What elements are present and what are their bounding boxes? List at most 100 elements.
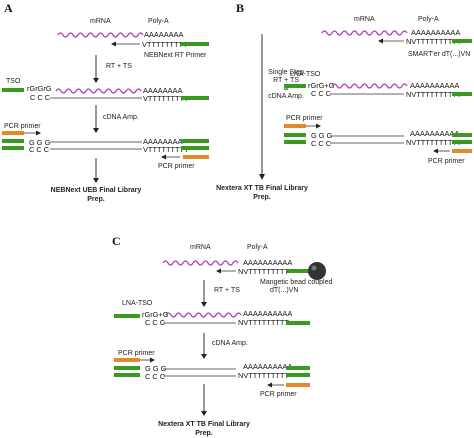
panel-c-polya-seq-3: AAAAAAAAAA: [243, 362, 292, 371]
panel-c-final-line1: Nextera XT TB Final Library: [158, 421, 250, 428]
panel-a-tso-seq: rGrGrG: [27, 84, 52, 93]
panel-b-single-step-line2: RT + TS: [273, 77, 299, 84]
panel-a-step1-label: RT + TS: [106, 63, 132, 70]
panel-a-polya-seq-2: AAAAAAAA: [143, 86, 183, 95]
panel-a-ggg: G G G: [29, 138, 51, 147]
panel-b-mrna-strand: [321, 30, 408, 36]
panel-a-pcr-primer-bottom-bar: [183, 155, 209, 159]
panel-b-pcr-primer-bottom-bar: [452, 149, 472, 153]
panel-c-ccc: C C C: [145, 318, 166, 327]
panel-c-ccc-2: C C C: [145, 372, 166, 381]
panel-c-pcr-primer-top: PCR primer: [118, 350, 155, 357]
panel-a-tso-adapter: [2, 88, 24, 92]
panel-a-ccc: C C C: [30, 93, 51, 102]
panel-a-polyt-seq-2: VTTTTTTTTT: [143, 94, 189, 103]
panel-b-amplicon-adapter-right-1: [452, 133, 472, 137]
panel-b-polyt-seq-2: NVTTTTTTTTTT: [406, 90, 462, 99]
panel-a-amplicon-adapter-left-2: [2, 146, 24, 150]
panel-a-polyt-seq: VTTTTTTTTT: [142, 40, 188, 49]
panel-b-letter: B: [236, 1, 244, 15]
panel-b-polya-label: Poly-A: [418, 16, 439, 23]
magnetic-bead-icon: [308, 262, 326, 280]
panel-a-polyt-seq-3: VTTTTTTTTT: [143, 145, 189, 154]
panel-b-pcr-primer-top: PCR primer: [286, 115, 323, 122]
panel-c-ggg: G G G: [145, 364, 167, 373]
panel-b-amplicon-adapter-left-1: [284, 133, 306, 137]
panel-b-single-step-line3: &: [284, 85, 289, 92]
panel-b-ccc-2: C C C: [311, 139, 332, 148]
panel-c-pcr-primer-bottom-bar: [286, 383, 310, 387]
panel-c-tso-seq: rGrG+G: [142, 310, 169, 319]
panel-c-step2-label: cDNA Amp.: [212, 340, 248, 347]
panel-c-amplicon-adapter-right-1: [286, 366, 310, 370]
panel-a-final-line1: NEBNext UEB Final Library: [51, 187, 142, 194]
panel-c-pcr-primer-top-bar: [114, 358, 140, 362]
panel-c-polyt-seq: NVTTTTTTTTT: [238, 267, 289, 276]
panel-b-polya-seq: AAAAAAAAAA: [411, 28, 460, 37]
panel-a-pcr-primer-bottom: PCR primer: [158, 163, 195, 170]
panel-b-final-line1: Nextera XT TB Final Library: [216, 185, 308, 192]
panel-a-final-line2: Prep.: [87, 196, 105, 203]
panel-b-polyt-seq-3: NVTTTTTTTTTT: [406, 138, 462, 147]
panel-b-primer-label: SMART'er dT(...)VN: [408, 51, 470, 58]
panel-a-polya-seq: AAAAAAAA: [144, 30, 184, 39]
panel-b-amplicon-adapter-right-2: [452, 140, 472, 144]
panel-b-final-line2: Prep.: [253, 194, 271, 201]
panel-b-pcr-primer-top-bar: [284, 124, 306, 128]
panel-b-mrna-strand-2: [331, 83, 408, 89]
panel-a-amplicon-adapter-left-1: [2, 139, 24, 143]
panel-c-amplicon-adapter-left-1: [114, 366, 140, 370]
panel-b-smarter-adapter-2: [452, 92, 472, 96]
panel-a-mrna-strand: [57, 32, 144, 38]
panel-b-mrna-label: mRNA: [354, 16, 375, 23]
panel-a-rt-primer-adapter: [181, 42, 209, 46]
panel-a-amplicon-adapter-right-1: [181, 139, 209, 143]
panel-c-polya-label: Poly-A: [247, 244, 268, 251]
panel-c-step1-label: RT + TS: [214, 287, 240, 294]
panel-c-bead-adapter: [286, 269, 310, 273]
panel-c-mrna-strand-2: [165, 312, 242, 318]
panel-c-final-line2: Prep.: [195, 430, 213, 437]
panel-c-mrna-strand: [162, 260, 239, 266]
panel-c-letter: C: [112, 234, 121, 248]
panel-b-ccc: C C C: [311, 89, 332, 98]
panel-b-tso-label: LNA-TSO: [290, 71, 321, 78]
panel-a-primer-label: NEBNext RT Primer: [144, 52, 207, 59]
panel-c-amplicon-adapter-left-2: [114, 373, 140, 377]
panel-c-polyt-seq-2: NVTTTTTTTTT: [238, 318, 289, 327]
panel-b-polya-seq-3: AAAAAAAAAA: [410, 129, 459, 138]
panel-a-rt-primer-adapter-2: [181, 96, 209, 100]
panel-c-polya-seq-2: AAAAAAAAAA: [243, 309, 292, 318]
panel-c: C mRNA Poly-A AAAAAAAAAA NVTTTTTTTTT Man…: [112, 234, 332, 437]
panel-c-mrna-label: mRNA: [190, 244, 211, 251]
panel-a-ccc-2: C C C: [29, 145, 50, 154]
panel-c-tso-label: LNA-TSO: [122, 300, 153, 307]
panel-b-single-step-line1: Single Step: [268, 69, 304, 76]
panel-a-tso-label: TSO: [6, 78, 21, 85]
panel-b-tso-adapter: [284, 84, 306, 88]
panel-c-adapter-2: [286, 321, 310, 325]
panel-a-polya-seq-3: AAAAAAAA: [143, 137, 183, 146]
panel-a: A mRNA Poly-A AAAAAAAA VTTTTTTTTT NEBNex…: [2, 1, 209, 203]
panel-b-ggg: G G G: [311, 131, 333, 140]
panel-c-bead-line2: dT(...)VN: [270, 287, 298, 294]
panel-b-polyt-seq: NVTTTTTTTTTT: [406, 37, 462, 46]
panel-b-amplicon-adapter-left-2: [284, 140, 306, 144]
panel-a-mrna-strand-2: [55, 88, 142, 94]
panel-a-step2-label: cDNA Amp.: [103, 114, 139, 121]
panel-c-polya-seq: AAAAAAAAAA: [243, 258, 292, 267]
panel-a-polya-label: Poly-A: [148, 18, 169, 25]
panel-b-pcr-primer-bottom: PCR primer: [428, 158, 465, 165]
panel-c-polyt-seq-3: NVTTTTTTTTT: [238, 371, 289, 380]
panel-b: B mRNA Poly-A AAAAAAAAAA NVTTTTTTTTTT SM…: [216, 1, 472, 201]
panel-a-amplicon-adapter-right-2: [181, 146, 209, 150]
panel-c-bead-line1: Mangetic bead coupled: [260, 279, 332, 286]
panel-a-pcr-primer-top-bar: [2, 131, 24, 135]
panel-a-pcr-primer-top: PCR primer: [4, 123, 41, 130]
panel-b-polya-seq-2: AAAAAAAAAA: [410, 81, 459, 90]
panel-a-letter: A: [4, 1, 13, 15]
panel-b-tso-seq: rGrG+G: [308, 81, 335, 90]
panel-a-first-strand-arrowhead: [111, 41, 116, 47]
panel-b-smarter-adapter: [452, 39, 472, 43]
